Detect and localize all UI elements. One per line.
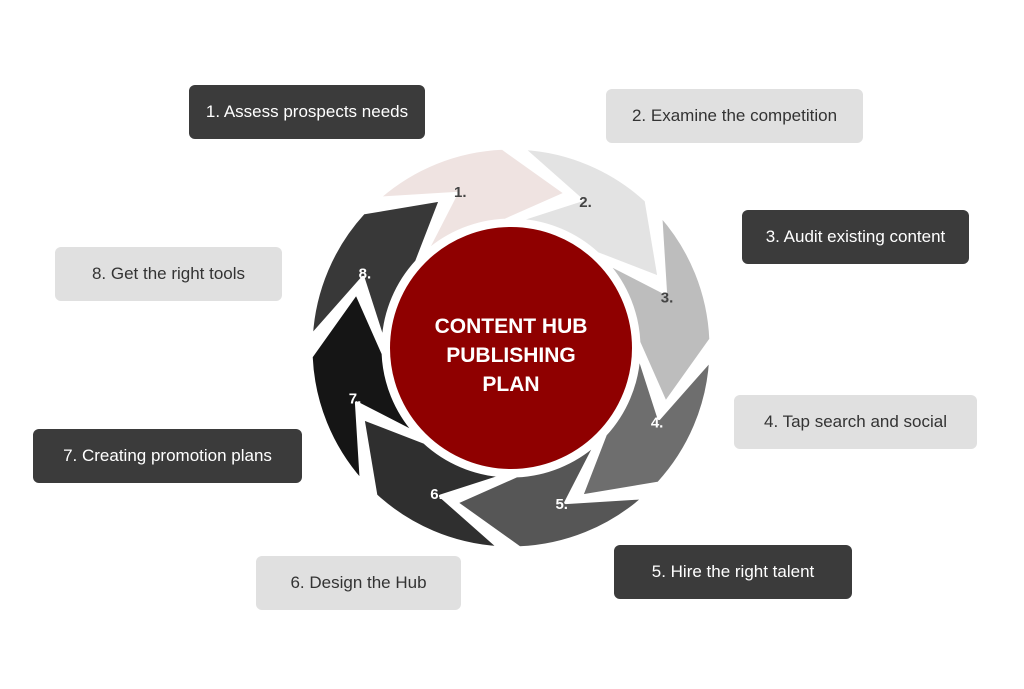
cycle-segment-1: [377, 146, 568, 254]
cycle-segment-number-5: 5.: [555, 496, 568, 513]
center-title-line-2: PUBLISHING: [446, 344, 576, 367]
cycle-segment-8: [309, 198, 442, 342]
cycle-segment-number-7: 7.: [349, 391, 362, 408]
cycle-segment-5: [454, 442, 645, 550]
center-title-line-3: PLAN: [482, 373, 539, 396]
cycle-segment-number-6: 6.: [430, 486, 443, 503]
step-label-5: 5. Hire the right talent: [614, 545, 852, 599]
cycle-segment-number-1: 1.: [454, 184, 467, 201]
cycle-segment-number-8: 8.: [359, 266, 372, 283]
cycle-segment-number-4: 4.: [651, 415, 664, 432]
cycle-segment-2: [517, 146, 661, 279]
cycle-segment-4: [580, 354, 713, 498]
step-label-7: 7. Creating promotion plans: [33, 429, 302, 483]
center-title-line-1: CONTENT HUB: [435, 315, 588, 338]
step-label-2: 2. Examine the competition: [606, 89, 863, 143]
step-label-3: 3. Audit existing content: [742, 210, 969, 264]
step-label-6: 6. Design the Hub: [256, 556, 461, 610]
cycle-segment-number-3: 3.: [661, 289, 674, 306]
center-circle: [384, 221, 638, 475]
step-label-1: 1. Assess prospects needs: [189, 85, 425, 139]
cycle-segment-7: [309, 291, 417, 482]
step-label-8: 8. Get the right tools: [55, 247, 282, 301]
cycle-segments: 1. 2. 3. 4. 5. 6. 7. 8.: [309, 146, 713, 550]
cycle-segment-6: [361, 417, 505, 550]
step-label-4: 4. Tap search and social: [734, 395, 977, 449]
cycle-segment-3: [605, 214, 713, 405]
cycle-segment-number-2: 2.: [579, 194, 592, 211]
